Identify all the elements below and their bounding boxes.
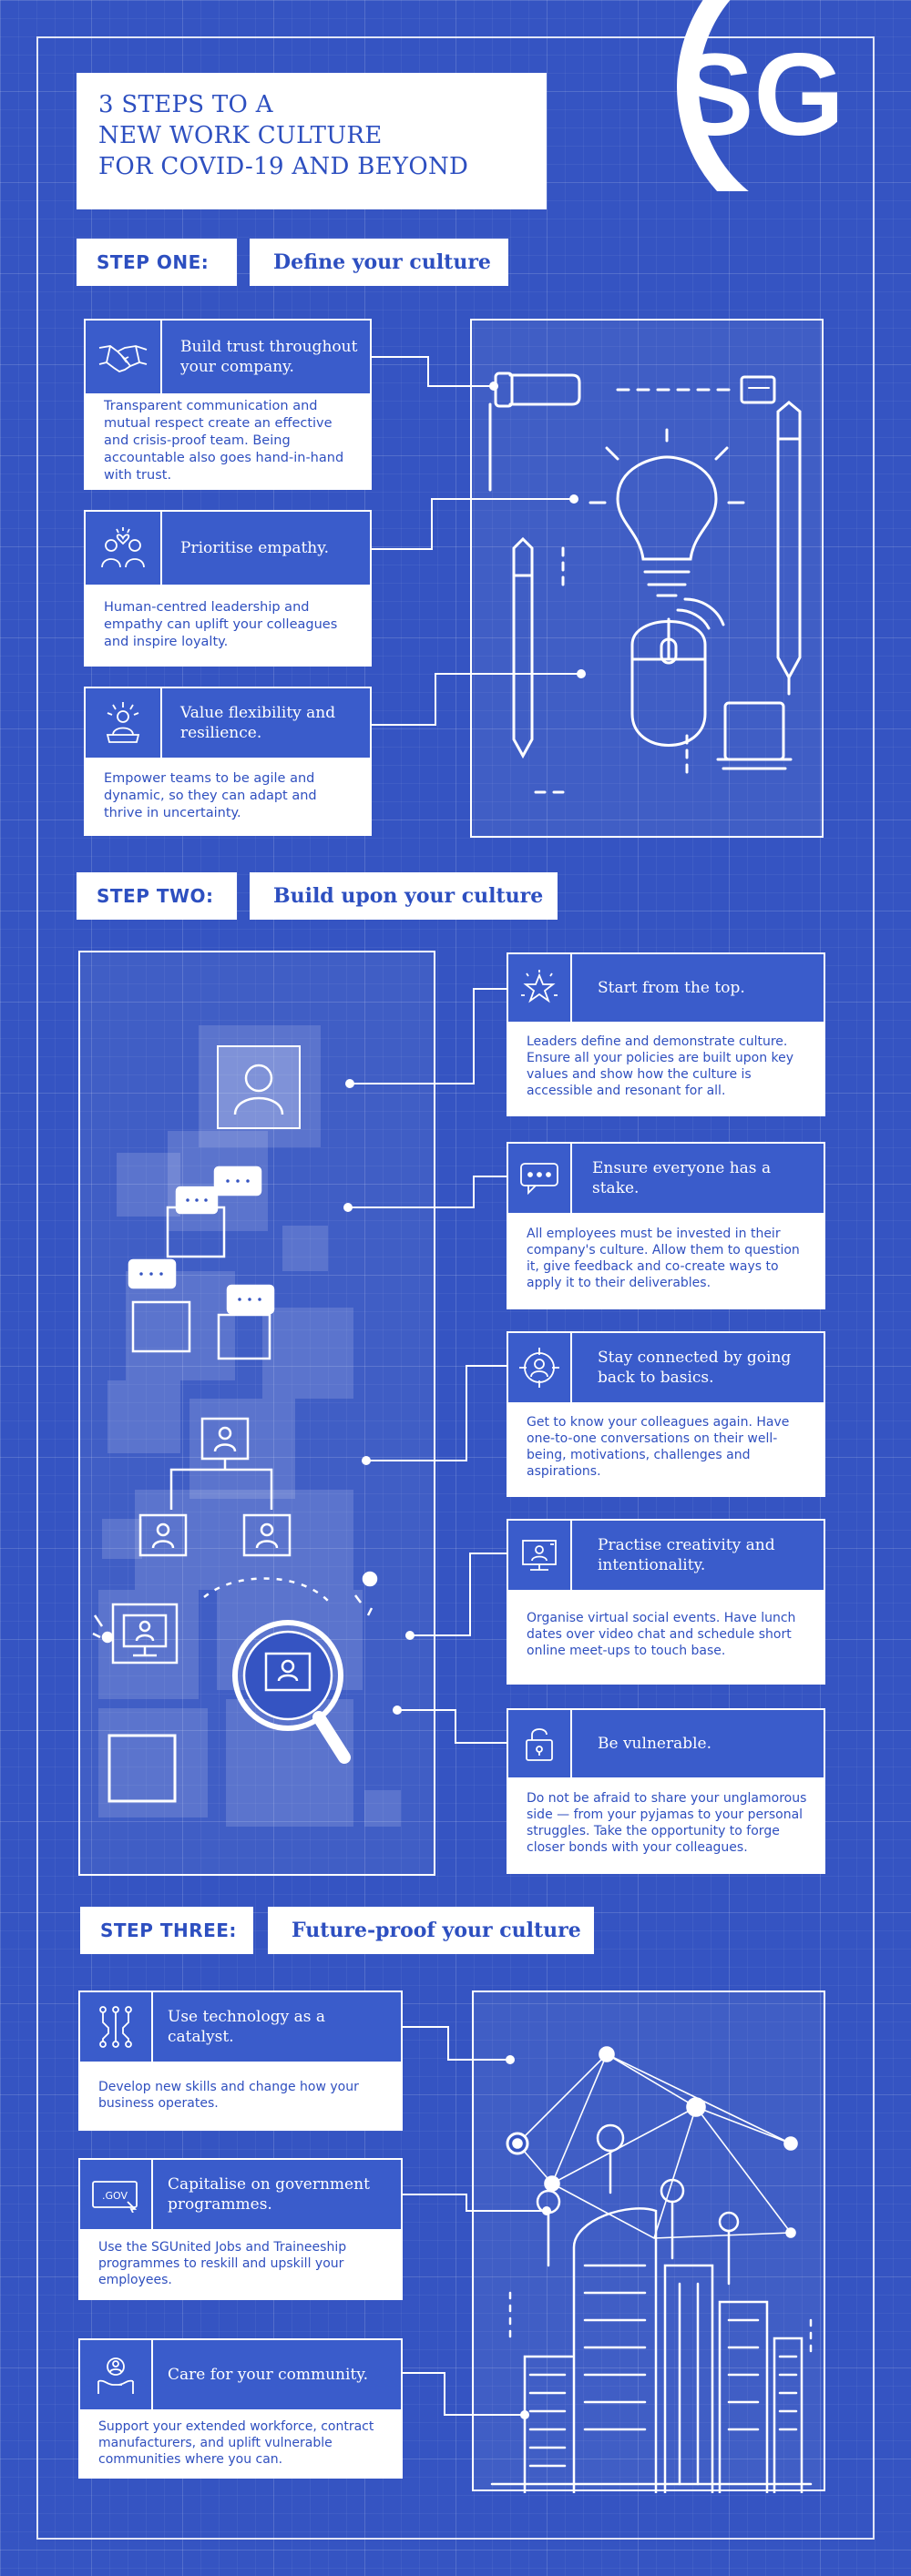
memory-card-icon xyxy=(740,375,776,404)
title-line-1: 3 STEPS TO A xyxy=(98,91,273,118)
card-title: Capitalise on government programmes. xyxy=(168,2175,370,2214)
chat-bubble-icon xyxy=(508,1144,572,1213)
card-title: Stay connected by going back to basics. xyxy=(598,1349,792,1387)
pen-icon xyxy=(512,536,534,759)
target-person-icon xyxy=(508,1333,572,1402)
page-frame xyxy=(36,36,875,2540)
pen-icon xyxy=(776,401,802,696)
magnifying-glass-icon xyxy=(101,1571,378,1764)
sg-logo-text: SG xyxy=(676,30,844,160)
card-body: Do not be afraid to share your unglamoro… xyxy=(527,1791,807,1855)
card-body: Transparent communication and mutual res… xyxy=(104,398,344,483)
light-bulb-icon xyxy=(561,428,745,597)
person-profile-icon xyxy=(233,1064,284,1115)
step-two-card-connected: Stay connected by going back to basics. … xyxy=(507,1331,825,1497)
city-network-illustration xyxy=(472,1991,825,2495)
step-three-card-technology: Use technology as a catalyst. Develop ne… xyxy=(78,1991,403,2131)
flexibility-person-icon xyxy=(86,688,162,758)
chat-bubble-icon xyxy=(128,1258,177,1289)
card-body: All employees must be invested in their … xyxy=(527,1227,800,1290)
step-one-card-flexibility: Value flexibility and resilience. Empowe… xyxy=(84,687,372,836)
handshake-icon xyxy=(86,321,162,393)
step-two-card-stake: Ensure everyone has a stake. All employe… xyxy=(507,1142,825,1309)
step-three-label: STEP THREE: xyxy=(80,1907,253,1954)
card-body: Leaders define and demonstrate culture. … xyxy=(527,1034,794,1098)
card-body: Support your extended workforce, contrac… xyxy=(98,2419,374,2467)
card-title: Start from the top. xyxy=(598,979,745,997)
padlock-icon xyxy=(508,1710,572,1777)
card-body: Human-centred leadership and empathy can… xyxy=(104,599,338,649)
step-two-label: STEP TWO: xyxy=(77,872,237,920)
step-three-title: Future-proof your culture xyxy=(268,1907,594,1954)
step-three-card-community: Care for your community. Support your ex… xyxy=(78,2338,403,2479)
chat-bubble-icon xyxy=(175,1186,219,1215)
card-title: Be vulnerable. xyxy=(598,1735,712,1753)
office-tools-illustration xyxy=(470,319,824,838)
card-body: Organise virtual social events. Have lun… xyxy=(527,1611,796,1658)
step-one-card-trust: Build trust throughout your company. Tra… xyxy=(84,319,372,490)
sg-logo: SG xyxy=(629,0,911,191)
card-body: Use the SGUnited Jobs and Traineeship pr… xyxy=(98,2240,347,2287)
computer-mouse-icon xyxy=(630,597,725,774)
gov-icon: .GOV xyxy=(80,2160,153,2229)
connected-people-illustration xyxy=(78,951,435,1876)
gov-icon-text: .GOV xyxy=(102,2190,128,2202)
community-care-icon xyxy=(80,2340,153,2409)
chat-bubble-icon xyxy=(226,1284,275,1315)
card-body: Get to know your colleagues again. Have … xyxy=(527,1415,790,1479)
step-two-card-vulnerable: Be vulnerable. Do not be afraid to share… xyxy=(507,1708,825,1874)
title-line-3: FOR COVID-19 AND BEYOND xyxy=(98,153,469,180)
network-nodes-icon xyxy=(506,2046,798,2239)
chat-frame-icon xyxy=(131,1300,191,1353)
card-title: Prioritise empathy. xyxy=(180,539,329,557)
step-three-card-government: .GOV Capitalise on government programmes… xyxy=(78,2158,403,2300)
step-one-title: Define your culture xyxy=(250,239,508,286)
empathy-people-icon xyxy=(86,512,162,585)
city-skyline-icon xyxy=(490,2123,813,2495)
star-icon xyxy=(508,954,572,1022)
usb-drive-icon xyxy=(488,372,581,492)
title-line-2: NEW WORK CULTURE xyxy=(98,122,383,149)
step-two-card-creativity: Practise creativity and intentionality. … xyxy=(507,1519,825,1685)
page-title: 3 STEPS TO A NEW WORK CULTURE FOR COVID-… xyxy=(77,73,547,209)
step-two-card-top: Start from the top. Leaders define and d… xyxy=(507,952,825,1116)
org-chart-icon xyxy=(138,1417,292,1557)
card-title: Use technology as a catalyst. xyxy=(168,2008,326,2046)
card-body: Empower teams to be agile and dynamic, s… xyxy=(104,770,317,820)
card-title: Value flexibility and resilience. xyxy=(180,704,336,742)
card-title: Build trust throughout your company. xyxy=(180,338,358,376)
card-title: Practise creativity and intentionality. xyxy=(598,1536,775,1574)
chat-frame-icon xyxy=(217,1313,271,1360)
card-title: Ensure everyone has a stake. xyxy=(592,1159,772,1197)
step-one-card-empathy: Prioritise empathy. Human-centred leader… xyxy=(84,510,372,667)
chat-bubble-icon xyxy=(213,1166,262,1196)
card-title: Care for your community. xyxy=(168,2366,369,2384)
step-two-title: Build upon your culture xyxy=(250,872,558,920)
monitor-person-icon xyxy=(92,1603,179,1665)
mug-icon xyxy=(716,701,793,770)
circuit-icon xyxy=(80,1992,153,2062)
video-call-icon xyxy=(508,1521,572,1590)
step-one-label: STEP ONE: xyxy=(77,239,237,286)
sg-logo-icon: SG xyxy=(676,0,844,191)
card-body: Develop new skills and change how your b… xyxy=(98,2080,359,2111)
